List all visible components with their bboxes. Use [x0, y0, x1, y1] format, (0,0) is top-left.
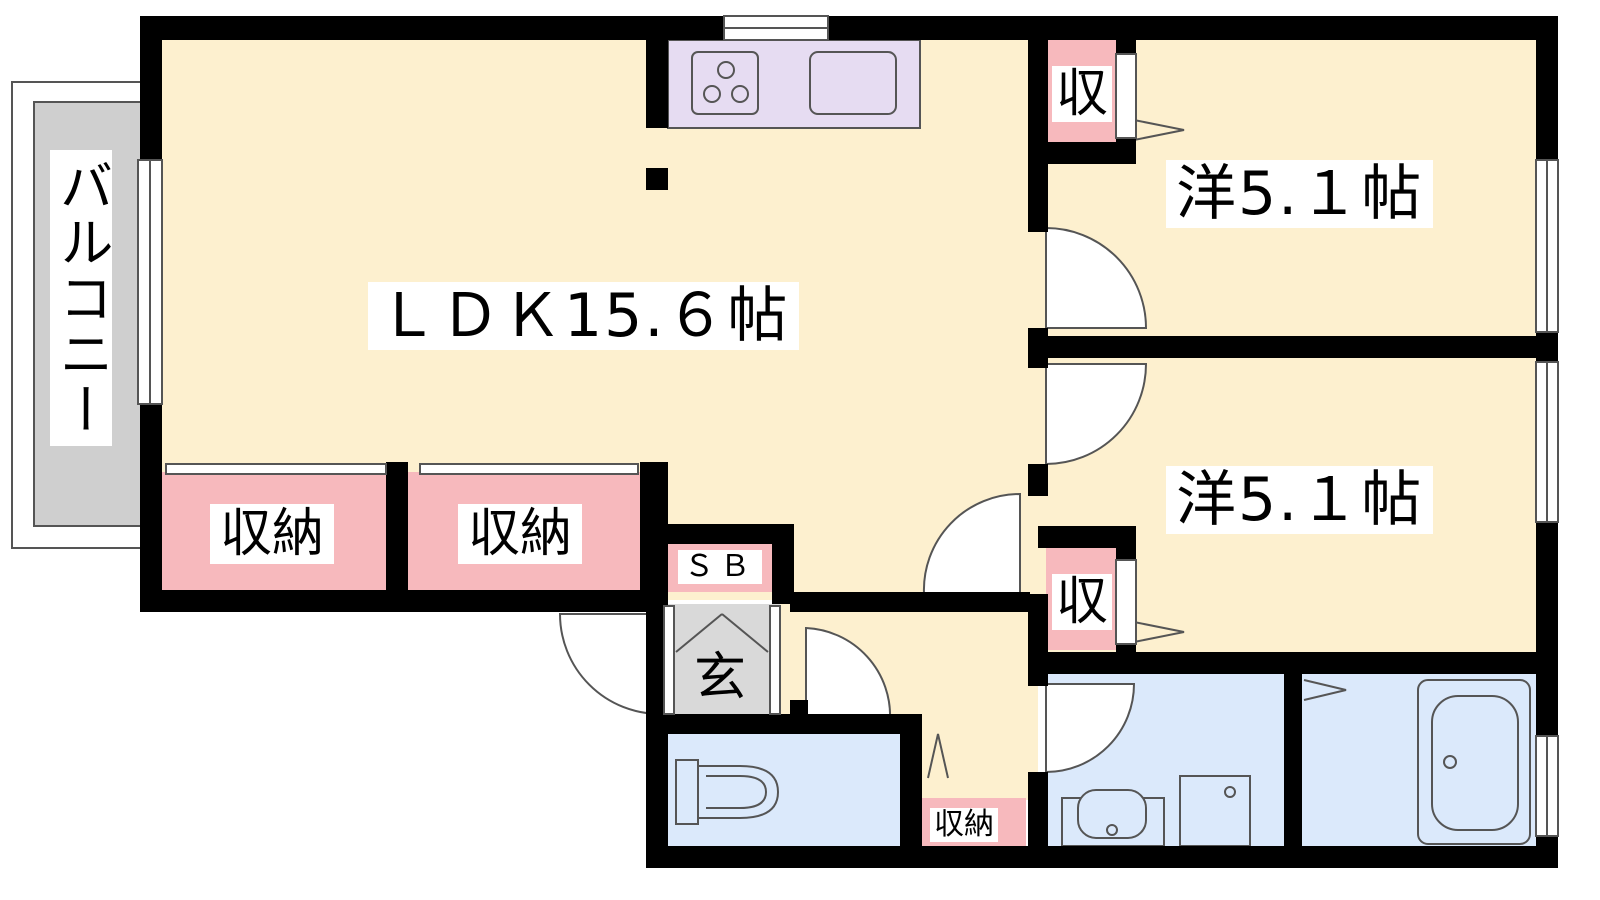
- closet-2-label: 収: [1052, 574, 1113, 630]
- toilet-icon: [675, 759, 780, 825]
- washbasin-icon: [1061, 789, 1165, 847]
- storage-left-label: 収納: [210, 504, 335, 564]
- ldk-label: ＬＤＫ15.６帖: [368, 282, 800, 350]
- hall-storage-label: 収納: [930, 808, 998, 842]
- western-room-1-label: 洋5.１帖: [1166, 160, 1434, 228]
- western-room-2-label: 洋5.１帖: [1166, 466, 1434, 534]
- closet-1-label: 収: [1052, 66, 1113, 122]
- doors: [558, 117, 1347, 779]
- bathtub-icon: [1417, 679, 1531, 845]
- windows: [137, 15, 1559, 837]
- toilet-floor: [664, 732, 908, 850]
- shoe-box-label: ＳＢ: [678, 550, 762, 584]
- storage-right-label: 収納: [458, 504, 583, 564]
- balcony-label: バルコニー: [50, 150, 113, 446]
- pillar: [646, 168, 668, 190]
- kitchen-counter-icon: [667, 39, 921, 129]
- walls: [140, 16, 1558, 868]
- entrance-label: 玄: [694, 648, 747, 708]
- entrance-floor: [664, 604, 780, 716]
